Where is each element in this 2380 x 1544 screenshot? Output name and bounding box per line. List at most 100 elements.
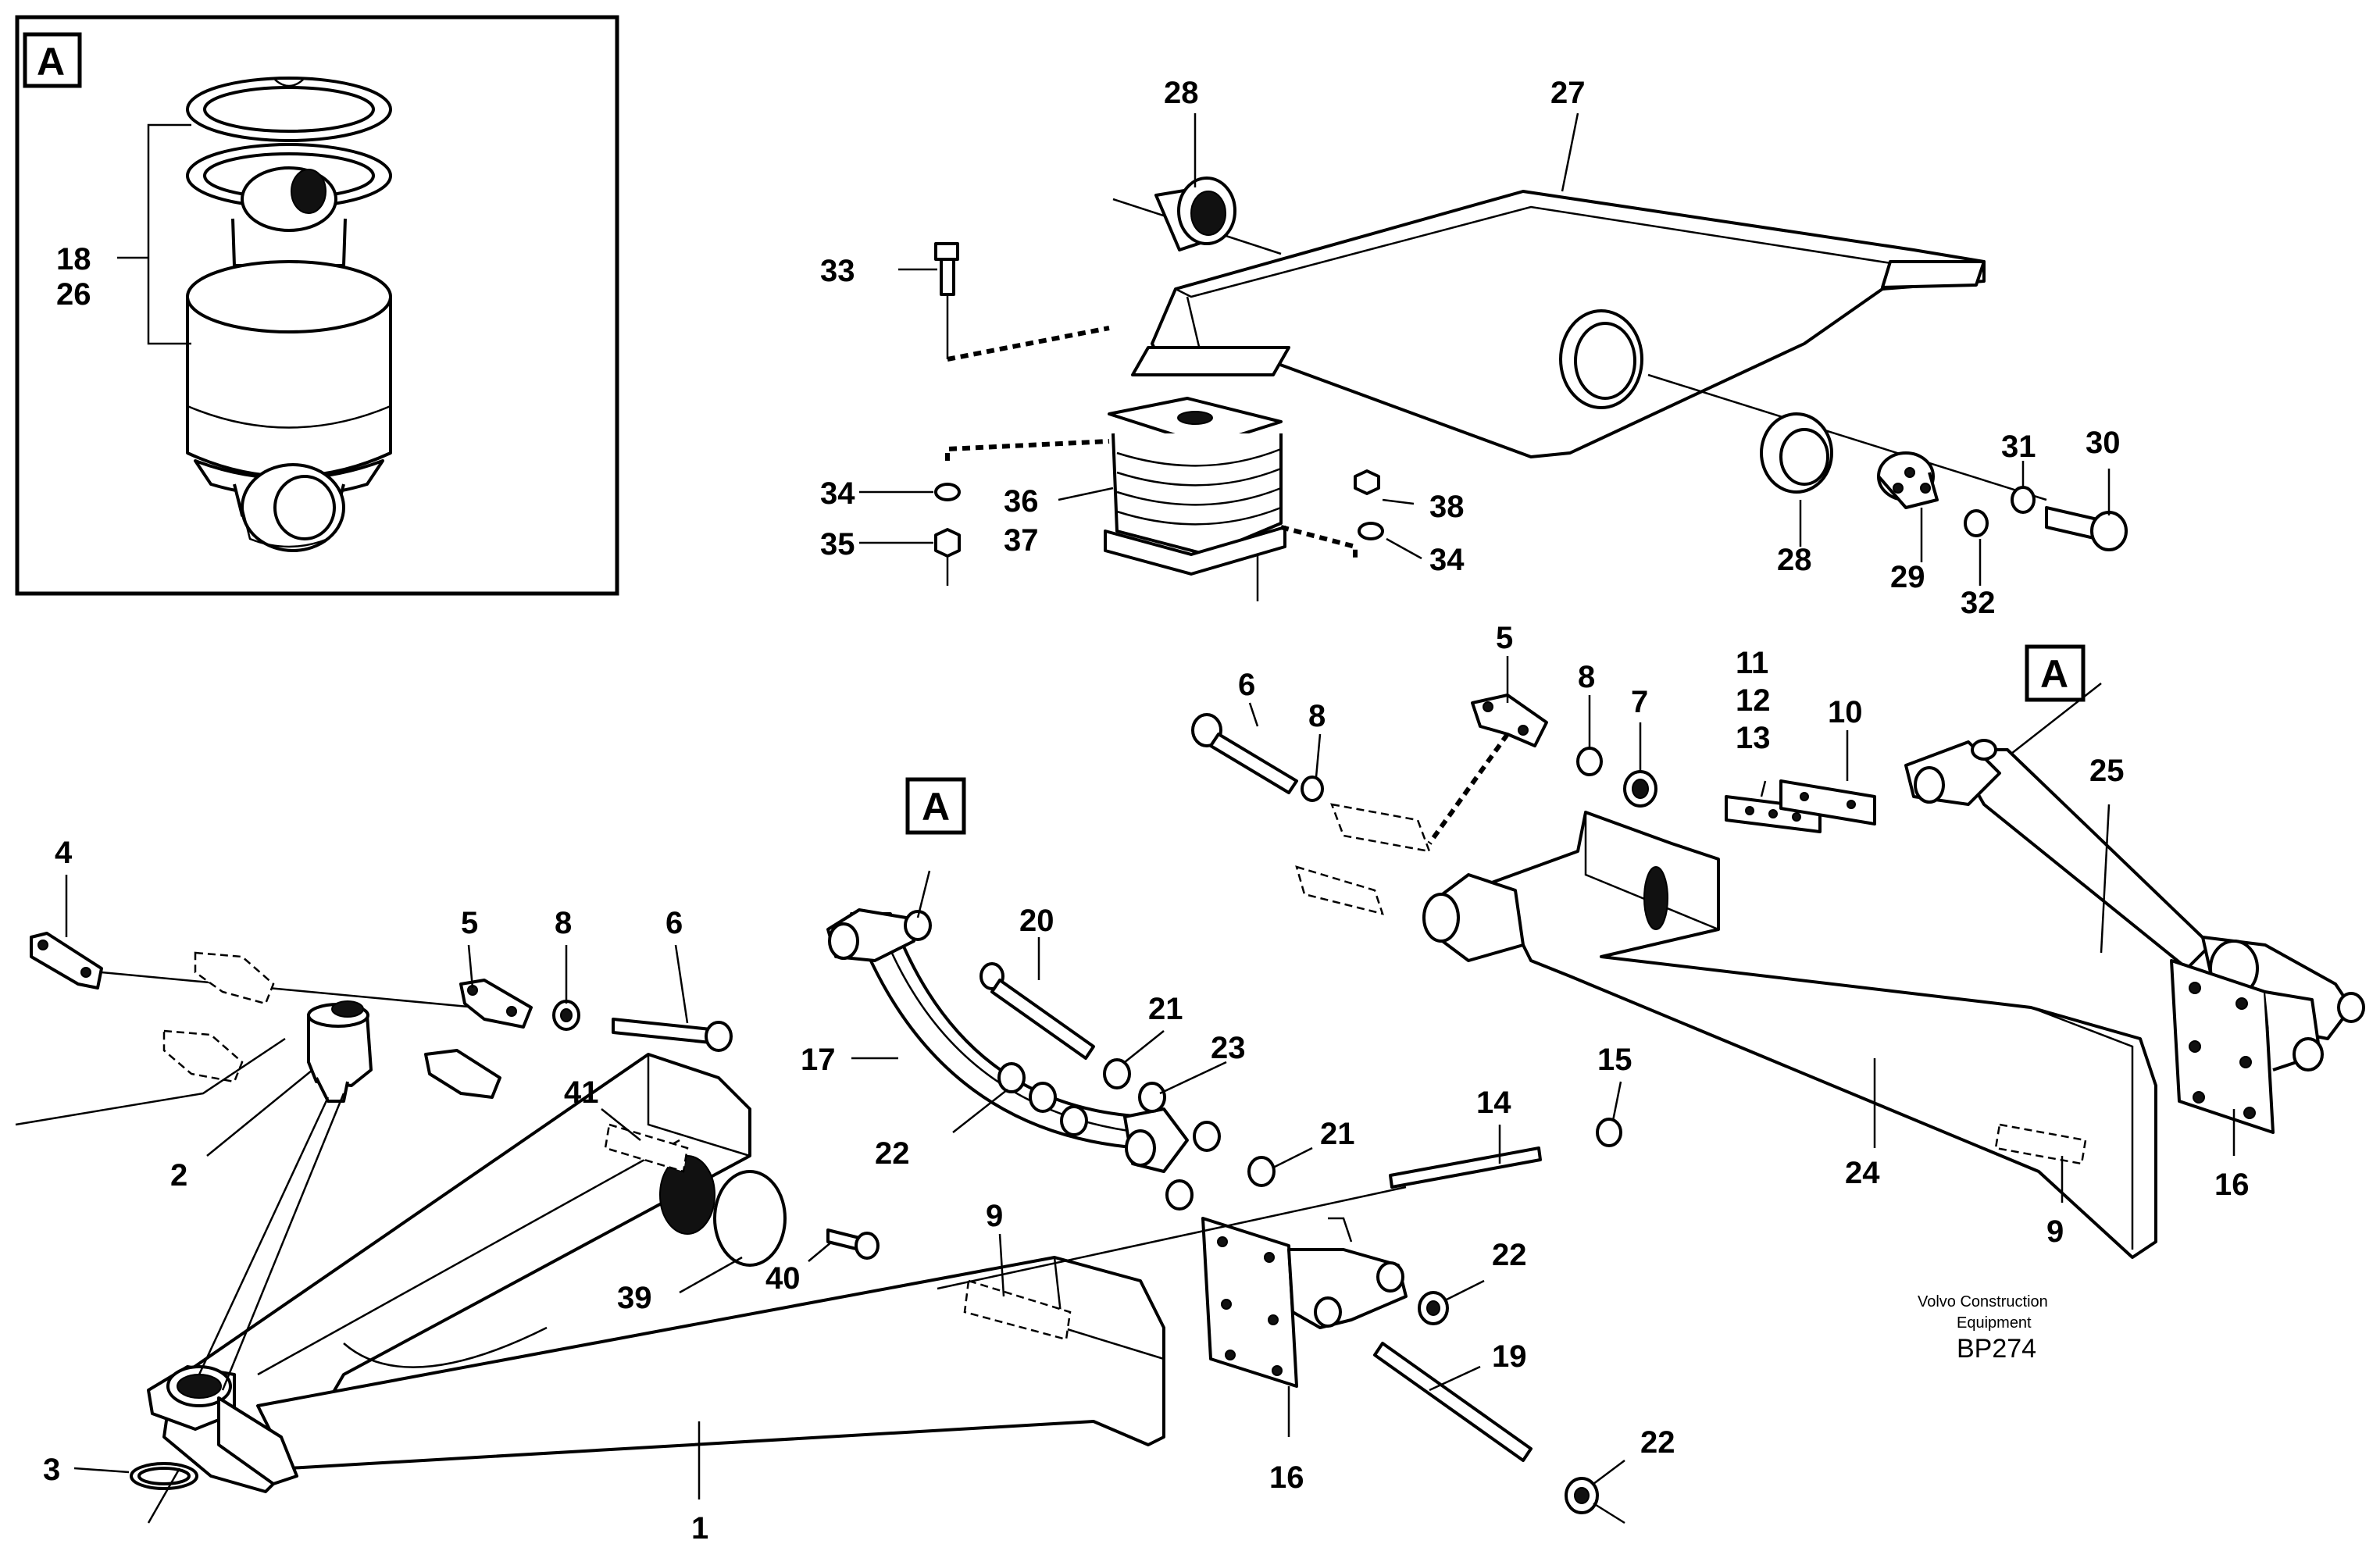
detail-a-inset: A 18 26 <box>15 15 619 596</box>
callout-4: 4 <box>55 836 73 870</box>
callout-14: 14 <box>1476 1086 1511 1120</box>
nut-path <box>945 439 1110 461</box>
bracket-ghost-2 <box>1295 865 1384 915</box>
bolt-33-path <box>947 326 1110 362</box>
screw-40 <box>826 1228 880 1260</box>
detail-a-ref-box-center <box>905 777 966 835</box>
callout-37: 37 <box>1004 523 1039 558</box>
stud-19 <box>1373 1342 1533 1462</box>
bracket-4 <box>30 932 103 990</box>
callout-22-bottom: 22 <box>1640 1425 1675 1460</box>
callout-21-top: 21 <box>1148 992 1183 1026</box>
bracket-5-left <box>459 979 533 1029</box>
callout-labels: 28 27 33 34 35 36 37 38 34 28 29 32 31 3… <box>43 76 2250 1544</box>
callout-22-right: 22 <box>1492 1238 1527 1272</box>
callout-25: 25 <box>2089 754 2125 788</box>
callout-6-top: 6 <box>1238 668 1255 702</box>
cover-39 <box>713 1170 787 1267</box>
callout-19: 19 <box>1492 1339 1527 1374</box>
bracket-16-center <box>1201 1217 1408 1388</box>
detail-a-ref-box-right <box>2025 644 2086 702</box>
callout-31: 31 <box>2001 430 2036 464</box>
bushing-28-right <box>1760 412 1833 494</box>
washer-8-top <box>1301 776 1324 802</box>
bracket-ghost-3 <box>194 951 275 1005</box>
callout-28-top: 28 <box>1164 76 1199 110</box>
callout-17: 17 <box>801 1043 836 1077</box>
a-frame-1 <box>147 1053 1165 1493</box>
bracket-ghost-4 <box>162 1029 244 1083</box>
bolt-33 <box>934 242 959 359</box>
callout-12: 12 <box>1736 683 1771 718</box>
callout-35: 35 <box>820 527 855 562</box>
callout-40: 40 <box>765 1261 801 1296</box>
washer-32 <box>1964 509 1989 537</box>
arm-17 <box>826 908 1189 1173</box>
bolt-6-left <box>612 1018 733 1052</box>
callout-27: 27 <box>1550 76 1586 110</box>
washer-21-low <box>1165 1121 1276 1211</box>
callout-30: 30 <box>2086 426 2121 460</box>
callout-6-left: 6 <box>665 906 683 940</box>
detail-a-ref-right: A <box>2040 652 2068 696</box>
callout-18: 18 <box>56 242 91 276</box>
nut-path-right <box>1280 525 1358 562</box>
callout-33: 33 <box>820 254 855 288</box>
callout-29: 29 <box>1890 560 1925 594</box>
callout-7: 7 <box>1631 685 1648 719</box>
bolt-20 <box>979 962 1095 1060</box>
callout-9-right: 9 <box>2046 1214 2064 1249</box>
bracket-ghost-1 <box>1330 803 1431 853</box>
washer-23 <box>1138 1082 1166 1113</box>
washer-34-right <box>1358 522 1384 540</box>
callout-15: 15 <box>1597 1043 1632 1077</box>
callout-10: 10 <box>1828 695 1863 729</box>
callout-3: 3 <box>43 1453 60 1487</box>
callout-21-low: 21 <box>1320 1117 1355 1151</box>
leader-lines <box>15 112 2235 1524</box>
figure-credit: Volvo Construction Equipment BP274 <box>1918 1293 2048 1364</box>
callout-28-right: 28 <box>1777 543 1812 577</box>
detail-a-ref-center: A <box>922 785 950 829</box>
washer-8-right <box>1576 747 1603 776</box>
shim-10 <box>1779 779 1876 825</box>
callout-20: 20 <box>1019 904 1054 938</box>
callout-22-left: 22 <box>875 1136 910 1171</box>
washer-21-top <box>1103 1058 1131 1089</box>
callout-26: 26 <box>56 277 91 312</box>
bracket-16-right <box>2170 959 2324 1134</box>
bushing-28-top <box>1154 177 1236 251</box>
callout-36: 36 <box>1004 484 1039 519</box>
credit-line-1: Volvo Construction <box>1918 1293 2048 1310</box>
link-2 <box>198 1000 373 1391</box>
cross-member-27 <box>1112 190 2047 501</box>
callout-24: 24 <box>1845 1156 1880 1190</box>
callout-9-left: 9 <box>986 1199 1003 1233</box>
nut-22-bottom <box>1565 1477 1625 1524</box>
spring-ring-set <box>186 77 392 209</box>
callout-8-left: 8 <box>555 906 572 940</box>
callout-16-right: 16 <box>2214 1168 2250 1202</box>
screw-30 <box>2045 506 2128 551</box>
callout-32: 32 <box>1961 586 1996 620</box>
detail-a-marker: A <box>37 40 65 84</box>
nut-38 <box>1354 469 1380 495</box>
callout-8-right: 8 <box>1578 660 1595 694</box>
bracket-axis <box>937 1186 1407 1290</box>
detail-a-marker-box <box>23 32 82 88</box>
callout-38: 38 <box>1429 490 1465 524</box>
nut-22-right <box>1418 1291 1449 1325</box>
torque-rod-25 <box>1904 739 2365 1040</box>
callout-11: 11 <box>1736 646 1768 680</box>
bracket-5-left-shadow <box>424 1049 501 1099</box>
bracket-5-path <box>1427 733 1510 845</box>
washer-34-left <box>934 483 961 501</box>
callout-1: 1 <box>691 1511 708 1544</box>
rubber-spring-36 <box>1104 397 1286 601</box>
callout-2: 2 <box>170 1158 187 1193</box>
rubber-bushing-joint <box>186 166 392 552</box>
figure-code: BP274 <box>1957 1334 2036 1364</box>
nut-7 <box>1623 770 1657 808</box>
bracket-4-axis <box>101 971 477 1009</box>
callout-34-right: 34 <box>1429 543 1465 577</box>
